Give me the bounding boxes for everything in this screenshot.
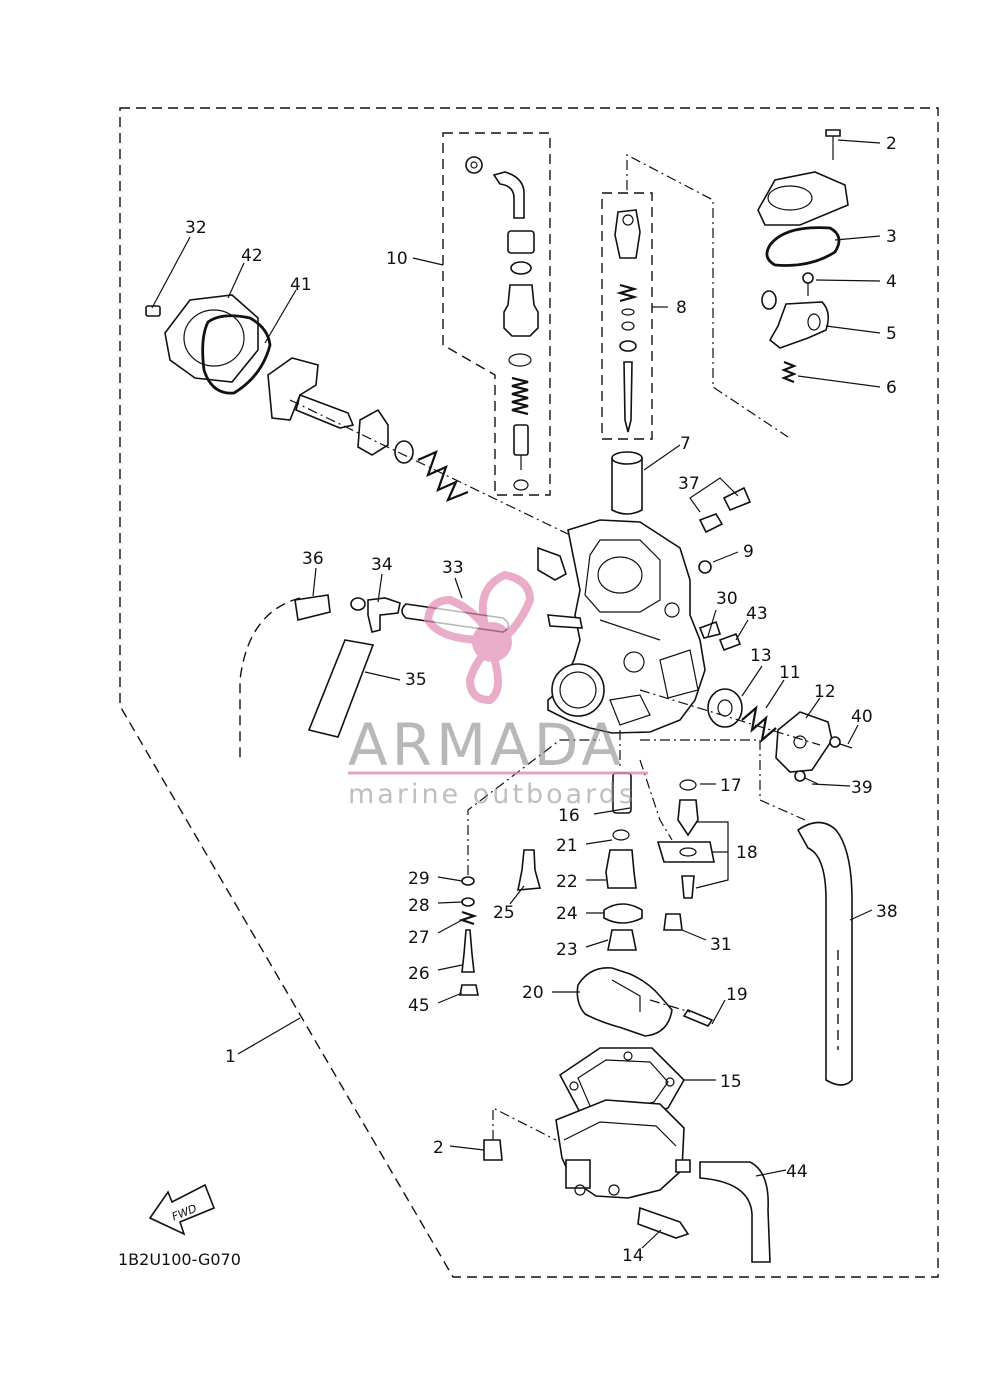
callout-labels: 1 2 2 3 4 5 6 7 8 9 10 11 12 13 14 15 16… — [185, 134, 898, 1266]
callout-11: 11 — [779, 663, 801, 683]
assembly-boundary — [119, 107, 939, 1278]
callout-10: 10 — [386, 249, 408, 269]
callout-17: 17 — [720, 776, 742, 796]
watermark-tagline: marine outboards — [348, 779, 636, 810]
drawing-code: 1B2U100-G070 — [118, 1250, 241, 1269]
callout-15: 15 — [720, 1072, 742, 1092]
callout-44: 44 — [786, 1162, 808, 1182]
overflow-hose-38 — [640, 739, 853, 1086]
callout-2: 2 — [886, 134, 897, 154]
callout-34: 34 — [371, 555, 393, 575]
callout-13: 13 — [750, 646, 772, 666]
part-8-group — [601, 192, 653, 440]
watermark: ARMADA marine outboards — [348, 570, 648, 810]
callout-35: 35 — [405, 670, 427, 690]
callout-18: 18 — [736, 843, 758, 863]
float-valve-18 — [639, 759, 715, 931]
callout-2-lower: 2 — [433, 1138, 444, 1158]
carburetor-body — [537, 519, 706, 734]
float-bowl — [483, 1099, 771, 1263]
top-cover-group — [626, 129, 849, 438]
callout-4: 4 — [886, 272, 897, 292]
callout-28: 28 — [408, 896, 430, 916]
callout-41: 41 — [290, 275, 312, 295]
callout-5: 5 — [886, 324, 897, 344]
accelerator-pump-group — [639, 688, 853, 785]
callout-6: 6 — [886, 378, 897, 398]
callout-37: 37 — [678, 474, 700, 494]
callout-27: 27 — [408, 928, 430, 948]
callout-14: 14 — [622, 1246, 644, 1266]
callout-29: 29 — [408, 869, 430, 889]
callout-19: 19 — [726, 985, 748, 1005]
callout-30: 30 — [716, 589, 738, 609]
part-7-slide — [611, 451, 643, 515]
callout-31: 31 — [710, 935, 732, 955]
callout-36: 36 — [302, 549, 324, 569]
callout-12: 12 — [814, 682, 836, 702]
callout-39: 39 — [851, 778, 873, 798]
callout-33: 33 — [442, 558, 464, 578]
callout-23: 23 — [556, 940, 578, 960]
callout-32: 32 — [185, 218, 207, 238]
callout-1: 1 — [225, 1047, 236, 1067]
callout-26: 26 — [408, 964, 430, 984]
propeller-logo-icon — [423, 570, 535, 705]
callout-22: 22 — [556, 872, 578, 892]
fwd-arrow-icon: FWD — [148, 1183, 216, 1236]
callout-9: 9 — [743, 542, 754, 562]
callout-43: 43 — [746, 604, 768, 624]
callout-16: 16 — [558, 806, 580, 826]
leader-lines — [151, 139, 881, 1249]
callout-8: 8 — [676, 298, 687, 318]
watermark-brand: ARMADA — [348, 711, 625, 779]
float-20 — [576, 967, 714, 1037]
callout-7: 7 — [680, 434, 691, 454]
callout-20: 20 — [522, 983, 544, 1003]
body-small-parts — [698, 486, 752, 652]
callout-42: 42 — [241, 246, 263, 266]
callout-40: 40 — [851, 707, 873, 727]
callout-3: 3 — [886, 227, 897, 247]
callout-21: 21 — [556, 836, 578, 856]
choke-plunger-group — [267, 357, 571, 536]
jet-stack — [517, 730, 643, 951]
callout-24: 24 — [556, 904, 578, 924]
choke-cover-group — [145, 294, 272, 395]
callout-25: 25 — [493, 903, 515, 923]
pilot-screw-set — [458, 739, 600, 996]
callout-38: 38 — [876, 902, 898, 922]
part-10-group — [442, 132, 551, 496]
callout-45: 45 — [408, 996, 430, 1016]
